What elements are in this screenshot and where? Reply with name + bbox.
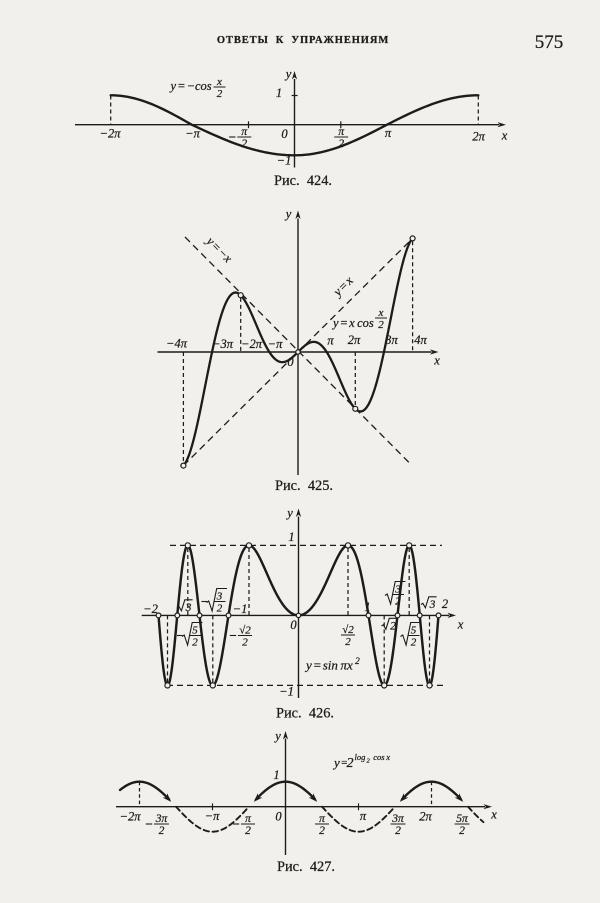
svg-text:−1: −1 xyxy=(277,154,292,168)
svg-text:0: 0 xyxy=(290,618,297,632)
svg-text:−2: −2 xyxy=(143,602,158,616)
svg-text:y: y xyxy=(273,729,281,743)
svg-text:x: x xyxy=(216,76,222,88)
svg-text:2π: 2π xyxy=(348,333,361,347)
svg-text:3π: 3π xyxy=(384,333,398,347)
svg-text:−π: −π xyxy=(268,337,283,351)
svg-text:2: 2 xyxy=(390,621,396,633)
svg-text:5: 5 xyxy=(192,624,198,636)
svg-text:2π: 2π xyxy=(472,130,485,144)
svg-text:x: x xyxy=(457,618,464,632)
svg-text:2: 2 xyxy=(459,825,465,837)
svg-text:y: y xyxy=(284,207,292,221)
svg-text:y: y xyxy=(332,755,340,770)
svg-text:π: π xyxy=(241,126,248,138)
svg-text:√2: √2 xyxy=(342,624,354,636)
svg-text:2: 2 xyxy=(347,756,354,771)
svg-text:3π: 3π xyxy=(155,813,169,825)
svg-text:x: x xyxy=(378,307,384,319)
svg-text:2: 2 xyxy=(378,319,384,331)
svg-text:3: 3 xyxy=(429,599,436,611)
svg-text:2: 2 xyxy=(395,825,401,837)
svg-text:2: 2 xyxy=(192,636,198,648)
svg-text:2: 2 xyxy=(217,602,223,614)
svg-text:2: 2 xyxy=(217,88,223,100)
svg-text:y = sin πx: y = sin πx xyxy=(304,658,353,673)
svg-text:x: x xyxy=(490,808,497,822)
svg-text:−π: −π xyxy=(185,127,200,141)
svg-text:1: 1 xyxy=(276,86,282,100)
svg-text:2: 2 xyxy=(245,825,251,837)
svg-text:5: 5 xyxy=(411,624,417,636)
svg-text:y = x cos: y = x cos xyxy=(331,316,374,330)
svg-text:π: π xyxy=(338,126,345,138)
svg-text:π: π xyxy=(319,813,326,825)
svg-text:0: 0 xyxy=(287,355,294,369)
svg-text:−2π: −2π xyxy=(241,337,263,351)
svg-text:√2: √2 xyxy=(239,624,251,636)
svg-text:π: π xyxy=(245,813,252,825)
svg-text:−1: −1 xyxy=(233,602,248,616)
svg-text:y: y xyxy=(285,506,293,520)
svg-text:cos x: cos x xyxy=(372,752,391,762)
svg-text:−2π: −2π xyxy=(120,810,142,824)
svg-text:π: π xyxy=(327,334,334,348)
svg-text:2: 2 xyxy=(338,138,344,150)
svg-text:x: x xyxy=(433,354,440,368)
svg-text:−2π: −2π xyxy=(100,127,122,141)
svg-text:575: 575 xyxy=(535,32,564,53)
svg-text:3: 3 xyxy=(394,583,401,595)
svg-text:3π: 3π xyxy=(391,813,405,825)
svg-text:2: 2 xyxy=(242,637,248,649)
svg-text:Рис. 424.: Рис. 424. xyxy=(274,173,332,189)
svg-text:1: 1 xyxy=(364,600,370,614)
svg-text:=: = xyxy=(341,757,348,769)
svg-text:2: 2 xyxy=(442,597,448,611)
svg-text:log: log xyxy=(355,752,366,762)
svg-text:ОТВЕТЫ К УПРАЖНЕНИЯМ: ОТВЕТЫ К УПРАЖНЕНИЯМ xyxy=(217,35,389,46)
svg-text:Рис. 427.: Рис. 427. xyxy=(277,859,335,875)
svg-text:Рис. 425.: Рис. 425. xyxy=(275,478,333,494)
svg-text:0: 0 xyxy=(275,810,282,824)
svg-text:y = −cos: y = −cos xyxy=(169,79,212,93)
svg-text:Рис. 426.: Рис. 426. xyxy=(276,706,334,722)
svg-text:2: 2 xyxy=(319,825,325,837)
svg-text:−3π: −3π xyxy=(212,337,234,351)
svg-text:−π: −π xyxy=(205,809,220,823)
svg-text:π: π xyxy=(385,126,392,140)
svg-text:2: 2 xyxy=(159,825,165,837)
svg-text:1: 1 xyxy=(288,530,294,544)
svg-text:0: 0 xyxy=(281,127,288,141)
svg-text:4π: 4π xyxy=(414,333,427,347)
svg-text:2: 2 xyxy=(367,758,371,765)
svg-text:2: 2 xyxy=(345,636,351,648)
svg-text:2π: 2π xyxy=(419,810,432,824)
svg-text:3: 3 xyxy=(185,602,192,614)
svg-text:2: 2 xyxy=(241,138,247,150)
svg-text:−1: −1 xyxy=(279,685,294,699)
svg-text:2: 2 xyxy=(411,636,417,648)
svg-text:2: 2 xyxy=(395,595,401,607)
svg-text:π: π xyxy=(360,809,367,823)
svg-text:5π: 5π xyxy=(456,813,469,825)
svg-text:y: y xyxy=(284,67,292,81)
svg-text:1: 1 xyxy=(273,768,279,782)
svg-text:2: 2 xyxy=(355,657,360,667)
svg-text:3: 3 xyxy=(216,590,223,602)
svg-text:−4π: −4π xyxy=(166,337,188,351)
svg-text:x: x xyxy=(501,129,508,143)
